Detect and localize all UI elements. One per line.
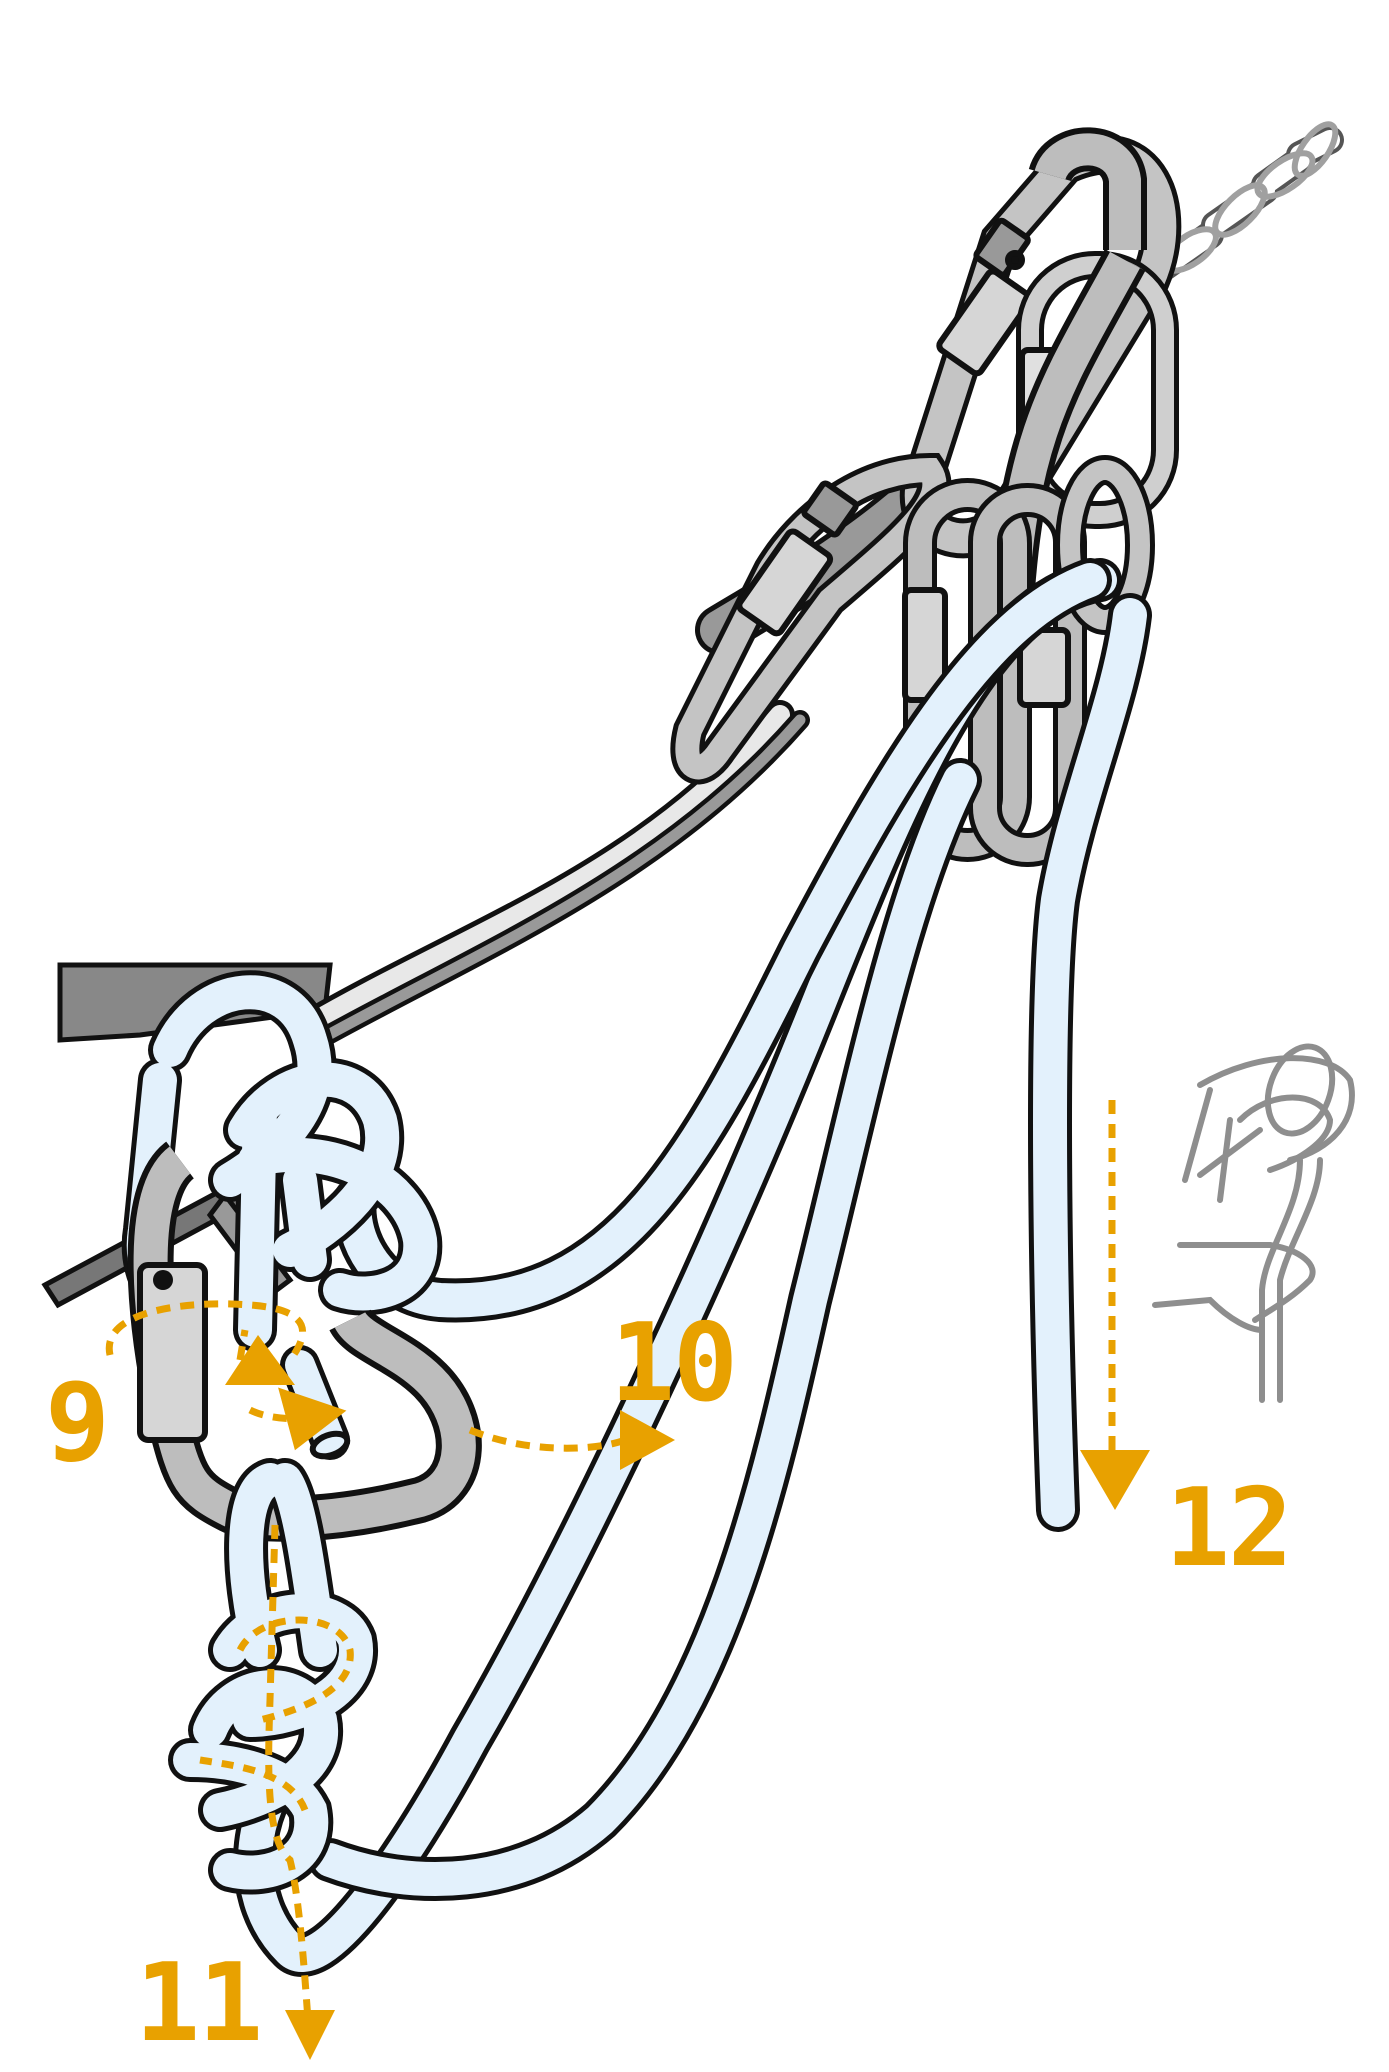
step-label-11: 11 (135, 1941, 263, 2066)
step-11-arrowhead (285, 2010, 335, 2060)
step-label-10: 10 (610, 1301, 738, 1426)
step-9-arrows (105, 1300, 307, 1363)
step-9-arrowhead-up (225, 1335, 295, 1385)
screwgate-carabiner-icon (670, 127, 1182, 867)
step-10-arrow (468, 1426, 627, 1452)
step-9-arrow-path (248, 1406, 331, 1423)
step-11-arrow-knot-trace (199, 1616, 354, 1812)
step-label-9: 9 (45, 1361, 110, 1486)
step-11-arrow (265, 1524, 312, 2021)
step-label-12: 12 (1165, 1466, 1293, 1591)
anchor-chain-icon (1146, 121, 1344, 284)
figure-eight-knot-lower (168, 1458, 378, 1895)
rope (233, 558, 1152, 1977)
step-12-arrowhead (1080, 1450, 1150, 1510)
step-10-arrowhead (620, 1410, 675, 1470)
hand-pulling-rope-icon (1152, 1043, 1355, 1403)
step-9-arrowhead-right (278, 1387, 347, 1451)
